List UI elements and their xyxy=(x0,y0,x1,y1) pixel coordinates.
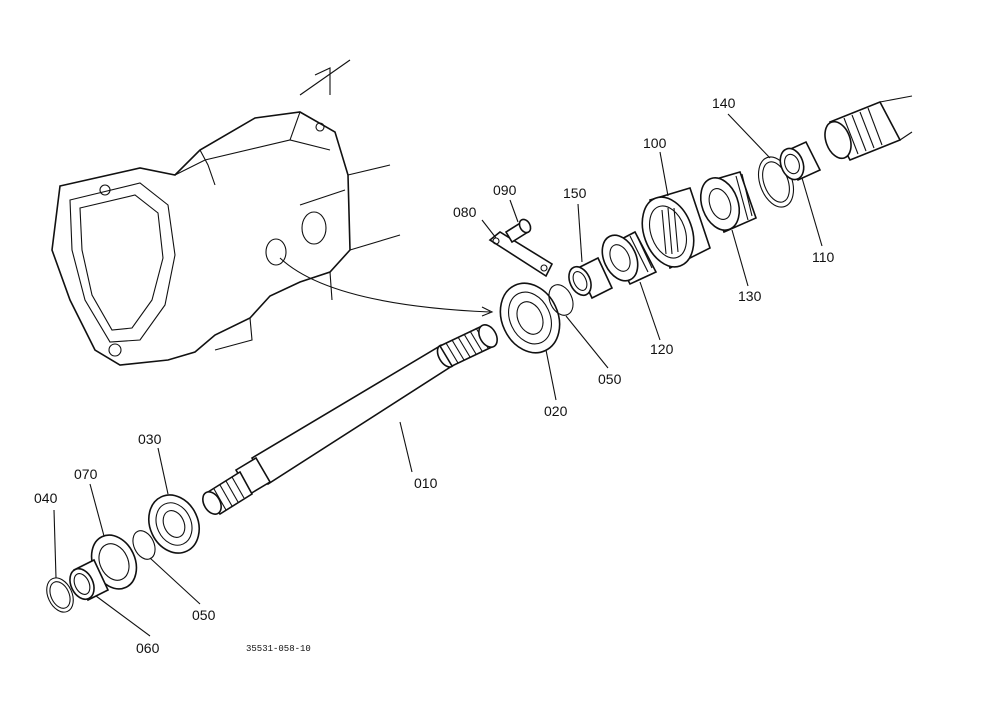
callout-030: 030 xyxy=(138,431,162,447)
transmission-case xyxy=(51,59,494,366)
collar-110 xyxy=(779,140,822,182)
callout-140: 140 xyxy=(712,95,736,111)
callout-100: 100 xyxy=(643,135,667,151)
gear-120 xyxy=(601,230,658,286)
hub-130 xyxy=(699,171,757,234)
main-shaft xyxy=(202,324,498,516)
callout-130: 130 xyxy=(738,288,762,304)
splined-shaft-end xyxy=(824,95,913,162)
callout-050-lower: 050 xyxy=(192,607,216,623)
callout-010: 010 xyxy=(414,475,438,491)
plate-080 xyxy=(488,231,554,278)
callout-150: 150 xyxy=(563,185,587,201)
snap-ring-040 xyxy=(46,577,74,613)
seal-070 xyxy=(90,534,138,590)
callout-090: 090 xyxy=(493,182,517,198)
callout-080: 080 xyxy=(453,204,477,220)
bearing-020 xyxy=(499,282,561,354)
drawing-code: 35531-058-10 xyxy=(246,644,311,654)
callout-060: 060 xyxy=(136,640,160,656)
callout-110: 110 xyxy=(812,249,835,265)
circlip-050-upper xyxy=(548,284,574,316)
sleeve-100 xyxy=(641,187,711,270)
callout-040: 040 xyxy=(34,490,58,506)
collar-060 xyxy=(69,558,110,602)
callout-020: 020 xyxy=(544,403,568,419)
bearing-030 xyxy=(148,494,200,554)
callout-050-upper: 050 xyxy=(598,371,622,387)
leader-lines xyxy=(53,113,823,637)
collar-150 xyxy=(568,256,614,300)
callout-070: 070 xyxy=(74,466,98,482)
callout-labels: 010 020 030 040 050 050 060 070 080 090 … xyxy=(34,95,835,656)
callout-120: 120 xyxy=(650,341,674,357)
bolt-090 xyxy=(504,218,532,244)
